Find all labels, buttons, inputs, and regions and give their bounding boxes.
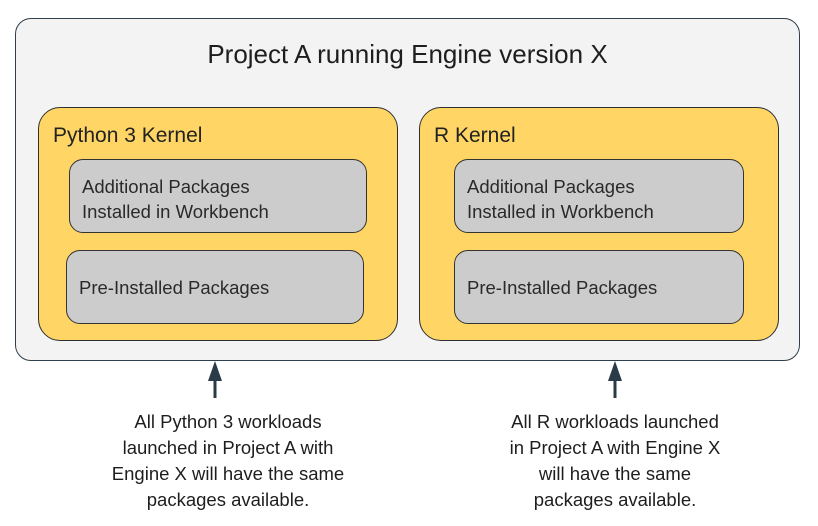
- r-kernel-box: R Kernel Additional Packages Installed i…: [419, 107, 779, 341]
- arrow-shaft: [613, 379, 617, 398]
- arrow-head: [208, 361, 222, 381]
- r-additional-line1: Additional Packages: [467, 176, 635, 197]
- python-kernel-box: Python 3 Kernel Additional Packages Inst…: [38, 107, 398, 341]
- python-preinstalled-label: Pre-Installed Packages: [79, 277, 270, 298]
- caption-line: launched in Project A with: [122, 437, 334, 458]
- project-container: Project A running Engine version X Pytho…: [15, 18, 800, 361]
- r-additional-packages-box: Additional Packages Installed in Workben…: [454, 159, 744, 233]
- python-caption: All Python 3 workloads launched in Proje…: [78, 409, 378, 513]
- caption-line: packages available.: [146, 489, 310, 510]
- arrow-up-icon: [208, 361, 222, 398]
- caption-line: packages available.: [533, 489, 697, 510]
- r-additional-line2: Installed in Workbench: [467, 201, 654, 222]
- r-preinstalled-label: Pre-Installed Packages: [467, 277, 658, 298]
- caption-line: in Project A with Engine X: [509, 437, 721, 458]
- r-preinstalled-packages-box: Pre-Installed Packages: [454, 250, 744, 324]
- arrow-head: [608, 361, 622, 381]
- r-kernel-title: R Kernel: [434, 124, 516, 147]
- arrow-up-icon: [608, 361, 622, 398]
- caption-line: All R workloads launched: [511, 411, 719, 432]
- python-additional-packages-box: Additional Packages Installed in Workben…: [69, 159, 367, 233]
- project-title: Project A running Engine version X: [207, 39, 608, 69]
- python-additional-line1: Additional Packages: [82, 176, 250, 197]
- arrow-shaft: [213, 379, 217, 398]
- r-caption: All R workloads launched in Project A wi…: [465, 409, 765, 513]
- python-kernel-title: Python 3 Kernel: [53, 124, 203, 147]
- python-additional-line2: Installed in Workbench: [82, 201, 269, 222]
- caption-line: will have the same: [538, 463, 692, 484]
- caption-line: All Python 3 workloads: [134, 411, 322, 432]
- caption-line: Engine X will have the same: [111, 463, 345, 484]
- python-preinstalled-packages-box: Pre-Installed Packages: [66, 250, 364, 324]
